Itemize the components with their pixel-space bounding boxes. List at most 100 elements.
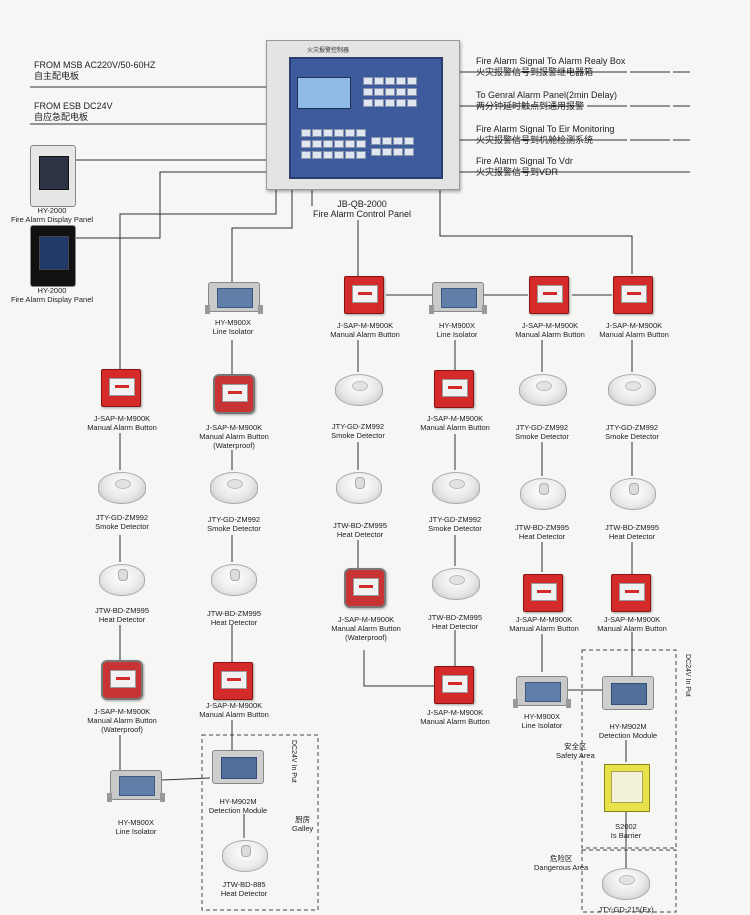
input-esb-zh: 自应急配电板 [34, 112, 89, 122]
display-panel-2-name: Fire Alarm Display Panel [10, 295, 94, 304]
output-relay-en: Fire Alarm Signal To Alarm Realy Box [476, 56, 626, 66]
module-name: Detection Module [208, 806, 268, 815]
manual-name: Manual Alarm Button [199, 710, 269, 719]
col1-manual-alarm [101, 369, 141, 407]
heat-model: JTW-BD-ZM995 [427, 613, 483, 622]
heat-name: Heat Detector [608, 532, 656, 541]
manual-name: Manual Alarm Button [509, 624, 579, 633]
control-panel-label: JB-QB-2000 Fire Alarm Control Panel [313, 199, 411, 219]
isolator-name: Line Isolator [436, 330, 478, 339]
smoke-model: JTY-GD-ZM992 [207, 515, 261, 524]
manual-wp-model: J-SAP-M-M900K [205, 423, 263, 432]
manual-model: J-SAP-M-M900K [603, 615, 661, 624]
smoke-name: Smoke Detector [515, 432, 569, 441]
input-msb-en: FROM MSB AC220V/50-60HZ [34, 60, 156, 70]
input-msb-zh: 自主配电板 [34, 71, 80, 81]
line-isolator-top-1 [205, 282, 263, 314]
heat-model: JTW-BD-ZM995 [206, 609, 262, 618]
isolator-model: HY-M900X [214, 318, 251, 327]
smoke-model: JTY-GD-ZM992 [331, 422, 385, 431]
galley-en: Galley [292, 824, 314, 833]
col2-heat-detector [211, 564, 257, 596]
display-panel-2-model: HY-2000 [37, 286, 67, 295]
output-monitoring-en: Fire Alarm Signal To Eir Monitoring [476, 124, 615, 134]
output-vdr: Fire Alarm Signal To Vdr 火灾报警信号到VDR [476, 156, 573, 178]
manual-alarm-top-3 [613, 276, 653, 314]
danger-zh: 危险区 [549, 854, 573, 863]
heat885-name: Heat Detector [220, 889, 268, 898]
col1-manual-waterproof [101, 660, 143, 700]
isolator-model: HY-M900X [523, 712, 560, 721]
heat-name: Heat Detector [98, 615, 146, 624]
col4-smoke-detector [432, 472, 480, 504]
manual-alarm-top-1 [344, 276, 384, 314]
col5-manual-alarm [523, 574, 563, 612]
manual-alarm-top-2 [529, 276, 569, 314]
col3-manual-waterproof [344, 568, 386, 608]
safety-dc24v-label: DC24V In Put [684, 654, 691, 697]
manual-name: Manual Alarm Button [87, 423, 157, 432]
col5-smoke-detector [519, 374, 567, 406]
ex-detector-label: JTY-GD-215(Ex) [598, 905, 653, 914]
col4-heat-detector [432, 568, 480, 600]
input-msb-label: FROM MSB AC220V/50-60HZ 自主配电板 [34, 60, 156, 82]
manual-name: Manual Alarm Button [420, 717, 490, 726]
manual-name: Manual Alarm Button [330, 330, 400, 339]
manual-wp-name: Manual Alarm Button [331, 624, 401, 633]
col3-heat-detector [336, 472, 382, 504]
display-panel-2-label: HY-2000 Fire Alarm Display Panel [11, 286, 93, 304]
heat-model: JTW-BD-ZM995 [604, 523, 660, 532]
isolator-name: Line Isolator [212, 327, 254, 336]
galley-detection-module [212, 750, 264, 784]
panel-lcd-screen [297, 77, 351, 109]
heat-name: Heat Detector [518, 532, 566, 541]
barrier-name: Is Barrier [610, 831, 642, 840]
module-model: HY-M902M [219, 797, 257, 806]
manual-model: J-SAP-M-M900K [336, 321, 394, 330]
barrier-model: S2002 [615, 822, 637, 831]
line-isolator-top-2 [429, 282, 487, 314]
panel-keypad [363, 77, 417, 107]
is-barrier [604, 764, 650, 812]
smoke-model: JTY-GD-ZM992 [428, 515, 482, 524]
manual-model: J-SAP-M-M900K [605, 321, 663, 330]
safety-zh: 安全区 [564, 742, 587, 751]
heat-name: Heat Detector [431, 622, 479, 631]
manual-name: Manual Alarm Button [420, 423, 490, 432]
smoke-name: Smoke Detector [95, 522, 149, 531]
output-general-zh: 两分钟延时触点到通用报警 [476, 101, 585, 111]
smoke-model: JTY-GD-ZM992 [605, 423, 659, 432]
galley-heat-detector-885 [222, 840, 268, 872]
col5-heat-detector [520, 478, 566, 510]
panel-nav-keys [371, 137, 414, 156]
col2-smoke-detector [210, 472, 258, 504]
module-name: Detection Module [598, 731, 658, 740]
panel-face-title: 火灾报警控制器 [307, 48, 350, 54]
manual-model: J-SAP-M-M900K [93, 414, 151, 423]
isolator-name: Line Isolator [521, 721, 563, 730]
col4-manual-alarm-2 [434, 666, 474, 704]
manual-model: J-SAP-M-M900K [521, 321, 579, 330]
col1-smoke-detector [98, 472, 146, 504]
smoke-name: Smoke Detector [428, 524, 482, 533]
